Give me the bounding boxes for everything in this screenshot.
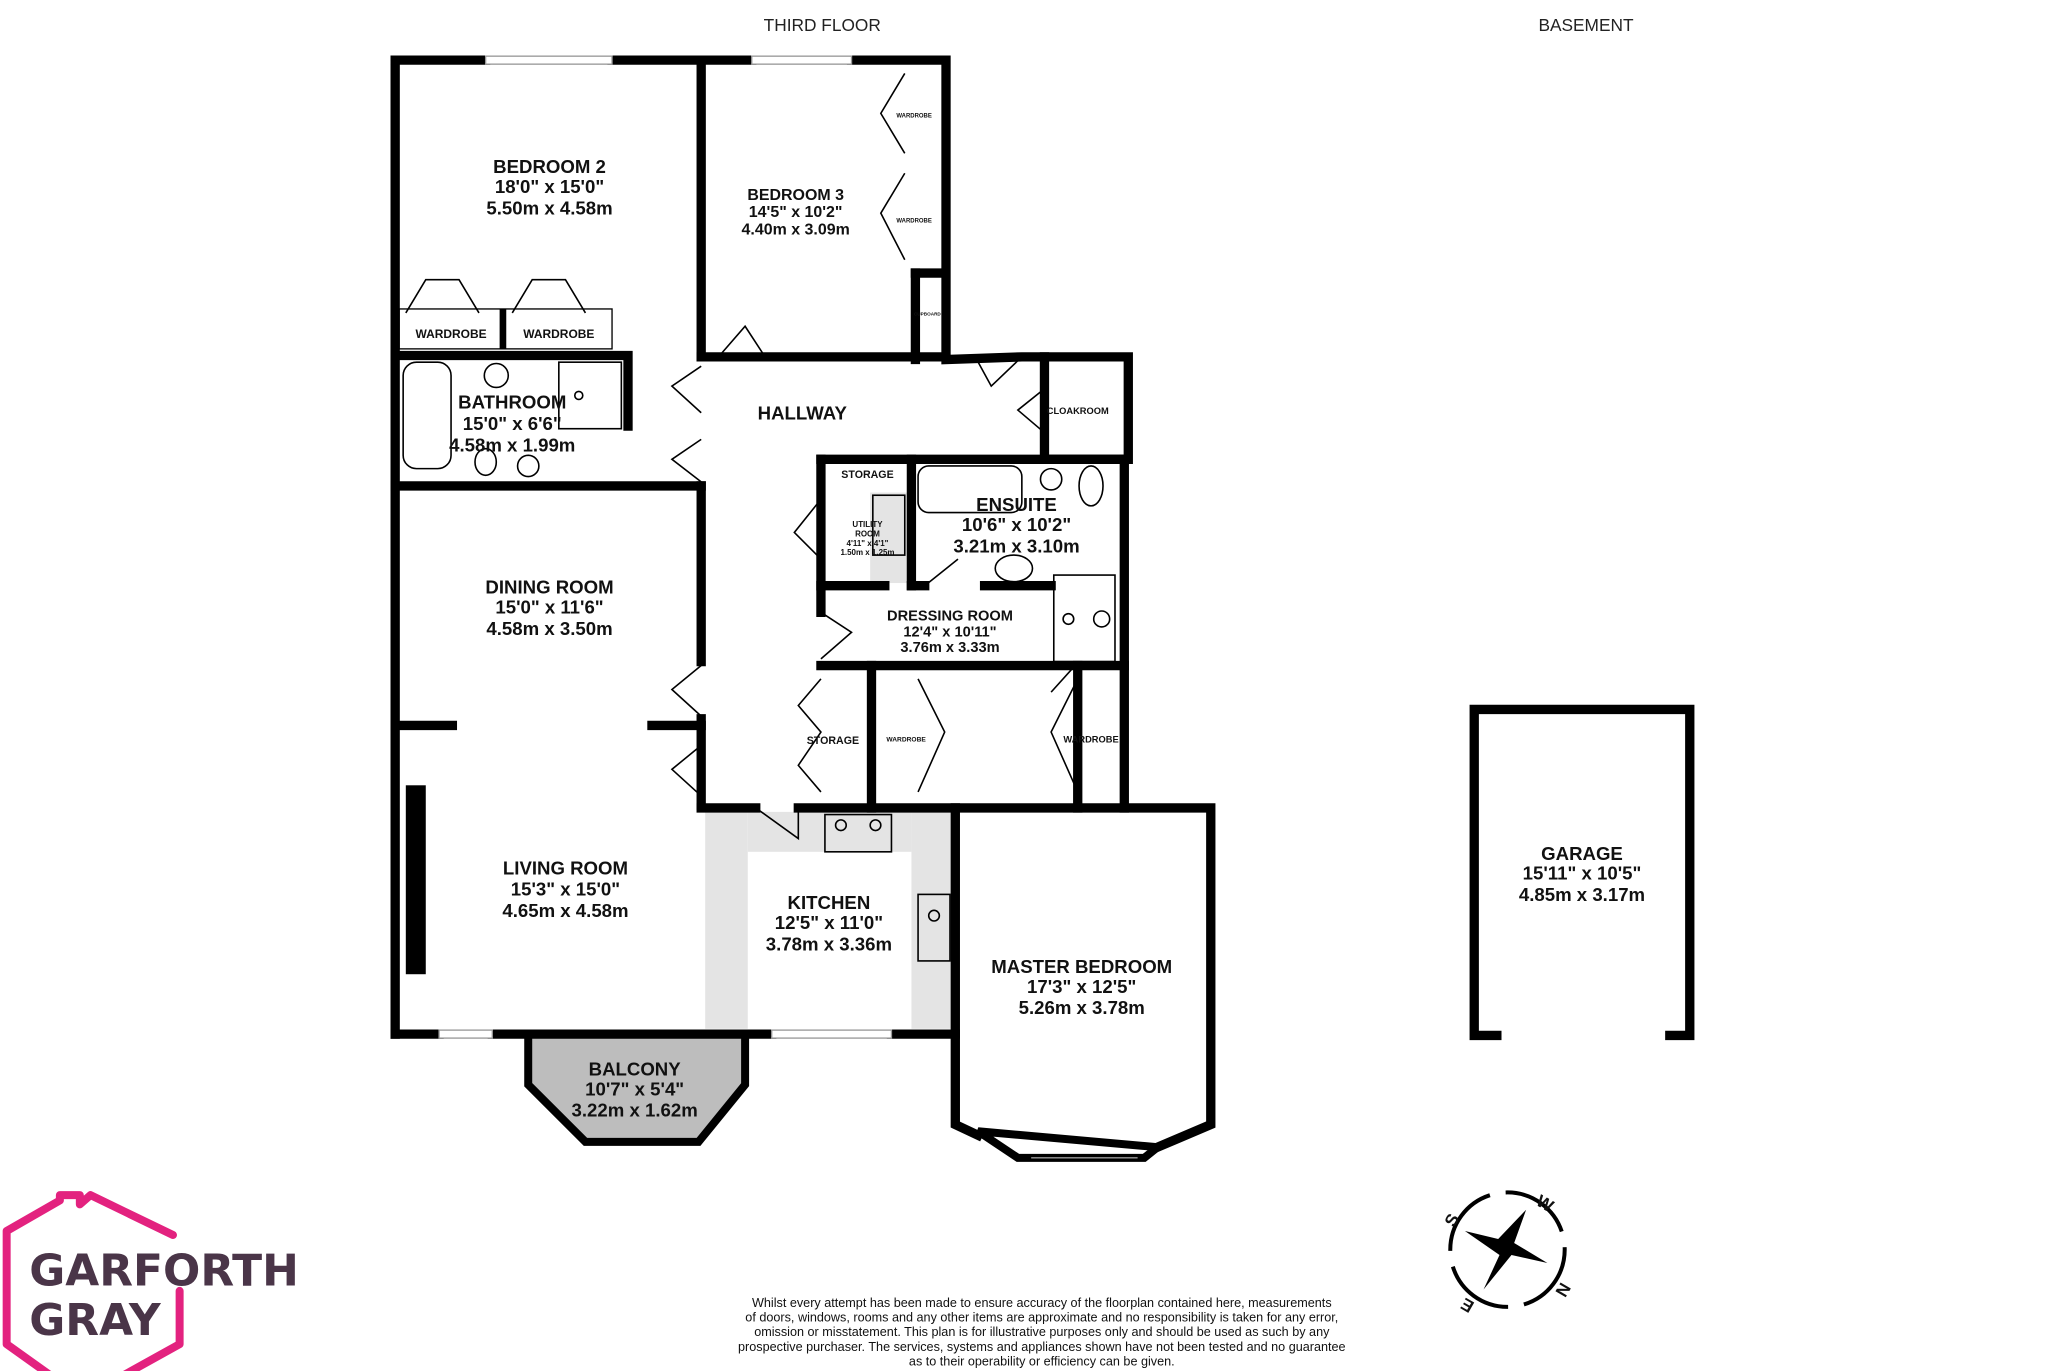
- room-bedroom-3: BEDROOM 3 14'5" x 10'2" 4.40m x 3.09m: [742, 187, 850, 239]
- room-utility: UTILITY ROOM 4'11" x 4'1" 1.50m x 1.25m: [840, 520, 894, 557]
- room-name: MASTER BEDROOM: [991, 956, 1172, 977]
- room-name: ENSUITE: [976, 494, 1057, 515]
- room-kitchen: KITCHEN 12'5" x 11'0" 3.78m x 3.36m: [766, 892, 892, 954]
- room-size-metric: 5.50m x 4.58m: [486, 197, 612, 218]
- garforth-gray-logo: GARFORTH GRAY: [2, 1191, 299, 1371]
- room-name: ROOM: [855, 529, 880, 538]
- logo-text: GARFORTH: [29, 1246, 299, 1297]
- room-bathroom: BATHROOM 15'0" x 6'6" 4.58m x 1.99m: [449, 392, 575, 456]
- wardrobe-label: WARDROBE: [1063, 735, 1118, 745]
- room-name: BATHROOM: [458, 392, 566, 413]
- wardrobe-label: WARDROBE: [896, 218, 931, 224]
- room-size-metric: 3.22m x 1.62m: [572, 1100, 698, 1121]
- garage-walls: [1469, 704, 1695, 1041]
- room-hallway: HALLWAY: [758, 402, 848, 423]
- room-size-imperial: 15'0" x 11'6": [495, 597, 603, 618]
- disclaimer-line: prospective purchaser. The services, sys…: [738, 1340, 1346, 1354]
- basement-heading: BASEMENT: [1538, 15, 1634, 35]
- room-size-imperial: 10'7" x 5'4": [585, 1078, 684, 1099]
- room-name: BEDROOM 3: [747, 187, 844, 204]
- wardrobe-label: WARDROBE: [896, 113, 931, 119]
- room-size-imperial: 15'11" x 10'5": [1523, 863, 1642, 884]
- room-cloakroom: CLOAKROOM: [1047, 406, 1109, 416]
- room-name: DINING ROOM: [485, 577, 613, 598]
- room-name: LIVING ROOM: [503, 857, 628, 878]
- disclaimer-line: of doors, windows, rooms and any other i…: [745, 1310, 1338, 1324]
- disclaimer: Whilst every attempt has been made to en…: [738, 1296, 1346, 1369]
- room-name: KITCHEN: [788, 892, 871, 913]
- wardrobe-label: WARDROBE: [415, 327, 486, 341]
- room-name: UTILITY: [852, 520, 883, 529]
- compass: S W N E: [1440, 1190, 1575, 1317]
- room-size-metric: 3.21m x 3.10m: [953, 535, 1079, 556]
- room-name: DRESSING ROOM: [887, 608, 1013, 624]
- doors: [405, 73, 1079, 841]
- disclaimer-line: as to their operability or efficiency ca…: [909, 1354, 1175, 1368]
- room-size-metric: 4.58m x 3.50m: [486, 618, 612, 639]
- room-size-metric: 4.58m x 1.99m: [449, 434, 575, 455]
- walls: [390, 55, 1216, 1162]
- room-storage-mid: STORAGE: [807, 735, 859, 747]
- room-size-imperial: 15'0" x 6'6": [463, 413, 562, 434]
- room-name: BEDROOM 2: [493, 156, 606, 177]
- room-living: LIVING ROOM 15'3" x 15'0" 4.65m x 4.58m: [502, 857, 628, 921]
- room-size-metric: 4.40m x 3.09m: [742, 221, 850, 238]
- room-size-imperial: 12'4" x 10'11": [903, 624, 996, 640]
- room-name: GARAGE: [1541, 843, 1623, 864]
- wardrobe-dividers: [398, 308, 613, 350]
- disclaimer-line: Whilst every attempt has been made to en…: [752, 1296, 1332, 1310]
- cupboard-label: CUPBOARD: [914, 312, 941, 317]
- room-size-imperial: 18'0" x 15'0": [495, 176, 604, 197]
- room-size-metric: 4.85m x 3.17m: [1519, 884, 1645, 905]
- room-dining: DINING ROOM 15'0" x 11'6" 4.58m x 3.50m: [485, 577, 613, 639]
- room-size-metric: 1.50m x 1.25m: [840, 548, 894, 557]
- room-master-bedroom: MASTER BEDROOM 17'3" x 12'5" 5.26m x 3.7…: [991, 956, 1172, 1018]
- sanitary-fixtures: [402, 361, 1116, 962]
- disclaimer-line: omission or misstatement. This plan is f…: [754, 1325, 1330, 1339]
- fireplace: [405, 785, 426, 975]
- compass-south: S: [1440, 1210, 1463, 1230]
- room-size-metric: 3.76m x 3.33m: [900, 640, 999, 656]
- room-bedroom-2: BEDROOM 2 18'0" x 15'0" 5.50m x 4.58m: [486, 156, 612, 218]
- room-name: BALCONY: [589, 1058, 682, 1079]
- compass-star-icon: [1464, 1209, 1548, 1290]
- room-storage-top: STORAGE: [841, 469, 893, 481]
- room-size-metric: 3.78m x 3.36m: [766, 933, 892, 954]
- room-dressing: DRESSING ROOM 12'4" x 10'11" 3.76m x 3.3…: [887, 608, 1013, 656]
- room-size-metric: 5.26m x 3.78m: [1019, 997, 1145, 1018]
- room-garage: GARAGE 15'11" x 10'5" 4.85m x 3.17m: [1519, 843, 1645, 905]
- hob: [824, 813, 893, 853]
- logo-text: GRAY: [29, 1295, 162, 1346]
- room-ensuite: ENSUITE 10'6" x 10'2" 3.21m x 3.10m: [953, 494, 1079, 556]
- wardrobe-label: WARDROBE: [523, 327, 594, 341]
- room-size-imperial: 15'3" x 15'0": [511, 879, 620, 900]
- room-size-imperial: 12'5" x 11'0": [775, 912, 883, 933]
- room-size-imperial: 4'11" x 4'1": [847, 539, 889, 548]
- wardrobe-label: WARDROBE: [886, 736, 926, 743]
- room-size-imperial: 14'5" x 10'2": [749, 204, 843, 221]
- room-labels: BEDROOM 2 18'0" x 15'0" 5.50m x 4.58m BE…: [415, 113, 1645, 1120]
- third-floor-heading: THIRD FLOOR: [764, 15, 881, 35]
- room-size-metric: 4.65m x 4.58m: [502, 900, 628, 921]
- compass-west: W: [1533, 1190, 1558, 1216]
- room-size-imperial: 10'6" x 10'2": [962, 514, 1071, 535]
- room-size-imperial: 17'3" x 12'5": [1027, 976, 1136, 997]
- room-balcony: BALCONY 10'7" x 5'4" 3.22m x 1.62m: [572, 1058, 698, 1120]
